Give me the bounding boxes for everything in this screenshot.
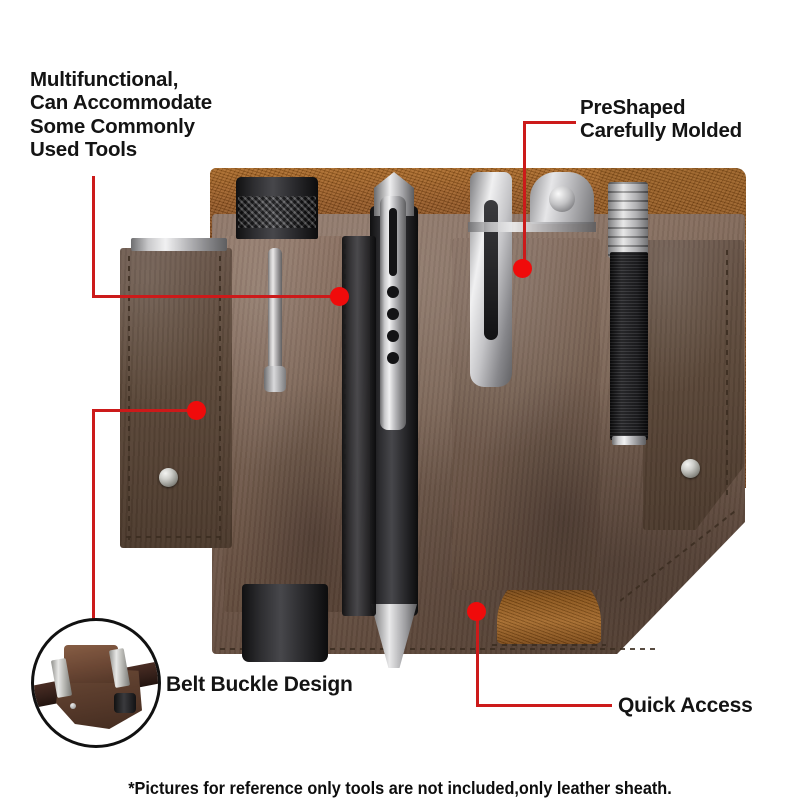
inset-rivet <box>70 703 76 709</box>
callout-line-multifunctional-h <box>92 295 340 298</box>
flashlight-head <box>236 177 318 239</box>
rivet-right <box>681 459 700 478</box>
flashlight-tailcap <box>242 584 328 662</box>
pocket-left-flap <box>120 248 232 548</box>
tactical-pen-hole-2 <box>387 308 399 320</box>
stitch-right-flap <box>726 250 728 500</box>
belt-buckle-inset-photo <box>31 618 161 748</box>
callout-dot-multifunctional <box>330 287 349 306</box>
tactical-pen-hole-1 <box>387 286 399 298</box>
stitch-body-bottom <box>220 648 660 650</box>
tactical-pen-hole-4 <box>387 352 399 364</box>
flashlight-knurling <box>238 196 316 228</box>
multitool-handle <box>610 252 648 440</box>
callout-line-preshaped-h <box>523 121 576 124</box>
callout-line-quick-access-h <box>476 704 612 707</box>
callout-label-multifunctional: Multifunctional, Can Accommodate Some Co… <box>30 68 212 162</box>
callout-label-belt-buckle: Belt Buckle Design <box>166 673 353 696</box>
multitool-butt <box>612 436 646 445</box>
tactical-pen-clip-slot <box>389 208 397 276</box>
callout-line-multifunctional-v <box>92 176 95 298</box>
knife-pivot-screw <box>549 186 575 212</box>
flashlight-clip <box>268 248 282 378</box>
multitool-ferrule <box>608 182 648 258</box>
pocket-flashlight <box>224 236 344 612</box>
rivet-left <box>159 468 178 487</box>
knife-top-edge <box>131 238 227 251</box>
stitch-notch-bottom <box>492 644 606 646</box>
callout-line-quick-access-v <box>476 611 479 706</box>
callout-line-belt-buckle-h <box>92 409 197 412</box>
callout-line-belt-buckle-v <box>92 409 95 624</box>
tactical-pen-hole-3 <box>387 330 399 342</box>
stitch-left-flap-outer <box>128 256 130 540</box>
inset-flashlight-tail <box>114 693 136 713</box>
stitch-left-flap-inner <box>219 256 221 540</box>
callout-line-preshaped-v <box>523 121 526 269</box>
disclaimer-text: *Pictures for reference only tools are n… <box>128 778 672 798</box>
knife-spine-bar <box>468 222 596 232</box>
stitch-left-flap-bottom <box>126 536 226 538</box>
callout-dot-belt-buckle <box>187 401 206 420</box>
callout-label-quick-access: Quick Access <box>618 694 753 717</box>
callout-dot-preshaped <box>513 259 532 278</box>
knife-clip-slot <box>484 200 498 340</box>
callout-dot-quick-access <box>467 602 486 621</box>
callout-label-preshaped: PreShaped Carefully Molded <box>580 96 742 143</box>
flashlight-clip-tip <box>264 366 286 392</box>
